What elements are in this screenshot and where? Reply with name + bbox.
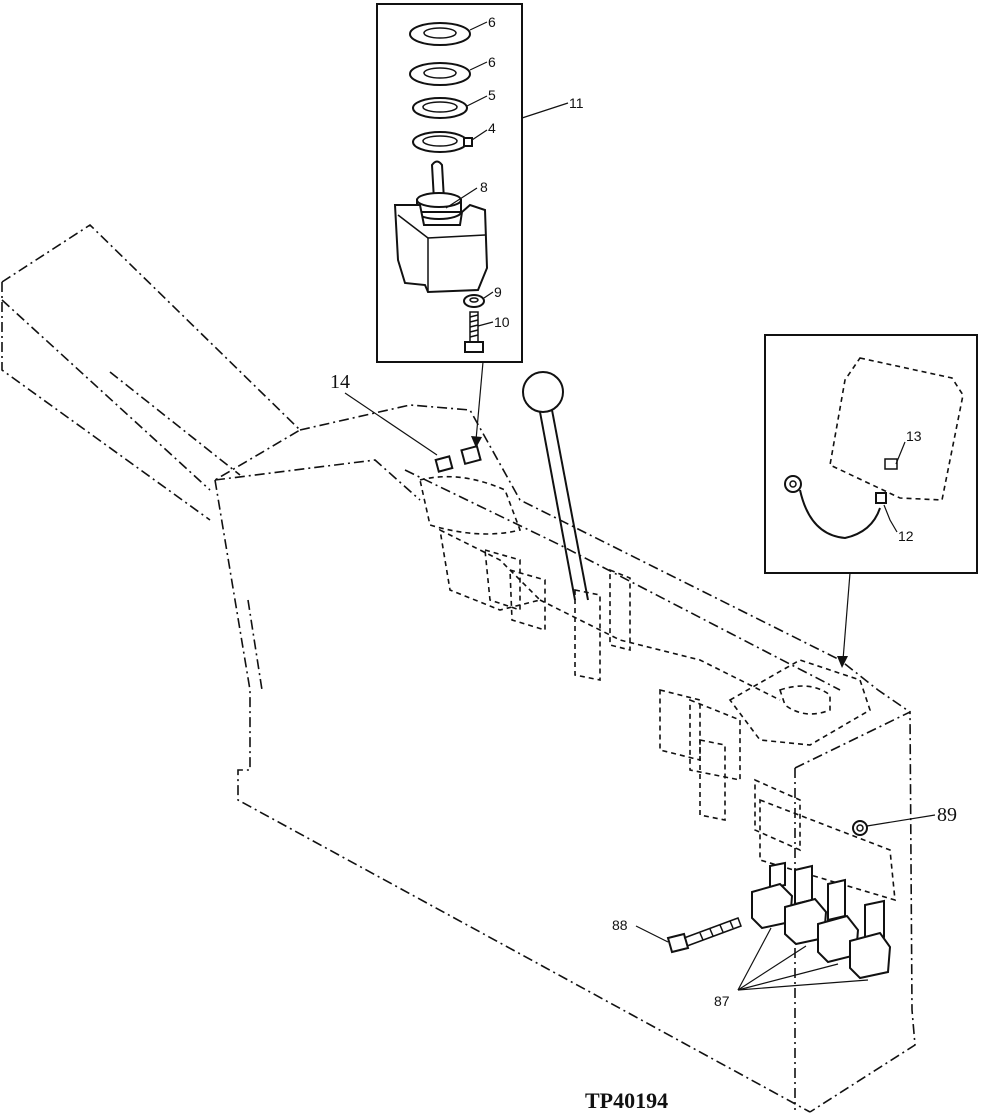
callout-9: 9 xyxy=(494,284,502,300)
decal-detail-box xyxy=(764,334,978,668)
bolt-88 xyxy=(666,917,742,954)
console-body xyxy=(1,223,916,1113)
callout-10: 10 xyxy=(494,314,510,330)
callout-8: 8 xyxy=(480,179,488,195)
callout-13: 13 xyxy=(906,428,922,444)
screw-10 xyxy=(464,311,484,353)
nut-6-lower xyxy=(409,62,471,86)
callout-88: 88 xyxy=(612,917,628,933)
lock-washer-5 xyxy=(412,97,468,119)
leader-lines xyxy=(344,21,936,991)
switch-panel xyxy=(434,444,482,473)
washer-9 xyxy=(463,294,485,308)
callout-12: 12 xyxy=(898,528,914,544)
callout-89: 89 xyxy=(937,804,957,826)
callout-14: 14 xyxy=(330,371,350,393)
toggle-switch-8 xyxy=(393,160,489,294)
callout-5: 5 xyxy=(488,87,496,103)
nut-89 xyxy=(852,820,868,836)
callout-labels: 6 6 5 4 8 9 10 11 14 13 12 89 88 87 xyxy=(330,14,957,1009)
tab-washer-4 xyxy=(412,131,473,153)
nut-6-upper xyxy=(409,22,471,46)
callout-11: 11 xyxy=(569,95,584,111)
toggle-switch-detail-box xyxy=(376,3,523,448)
strap-12 xyxy=(784,475,887,540)
relays-87 xyxy=(751,861,892,980)
callout-4: 4 xyxy=(488,120,496,136)
callout-6a: 6 xyxy=(488,14,496,30)
figure-id: TP40194 xyxy=(585,1088,668,1113)
callout-87: 87 xyxy=(714,993,730,1009)
decal-13 xyxy=(884,458,898,470)
control-lever xyxy=(522,371,589,601)
callout-6b: 6 xyxy=(488,54,496,70)
